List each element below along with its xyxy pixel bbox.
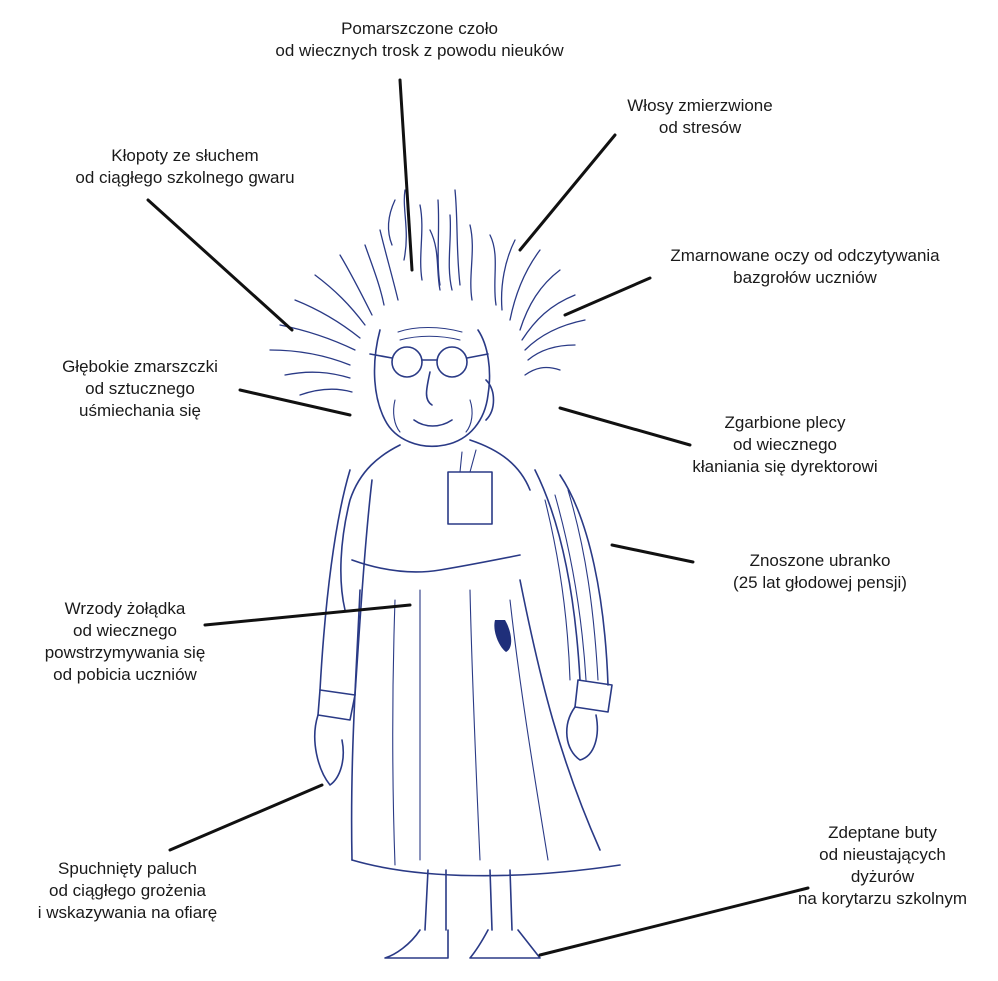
- callout-back-line-2: od wiecznego: [650, 434, 920, 456]
- callout-shoes-line-3: dyżurów: [770, 866, 995, 888]
- leader-shoes: [540, 888, 808, 955]
- face: [370, 328, 494, 447]
- callout-wrinkles: Głębokie zmarszczki od sztucznego uśmiec…: [35, 356, 245, 422]
- callout-finger-line-1: Spuchnięty paluch: [0, 858, 255, 880]
- callout-wrinkles-line-1: Głębokie zmarszczki: [35, 356, 245, 378]
- leader-clothes: [612, 545, 693, 562]
- callout-shoes-line-4: na korytarzu szkolnym: [770, 888, 995, 910]
- callout-hair-line-1: Włosy zmierzwione: [600, 95, 800, 117]
- leader-wrinkles: [240, 390, 350, 415]
- callout-finger-line-2: od ciągłego grożenia: [0, 880, 255, 902]
- leader-hearing: [148, 200, 292, 330]
- callout-finger-line-3: i wskazywania na ofiarę: [0, 902, 255, 924]
- callout-clothes-line-2: (25 lat głodowej pensji): [690, 572, 950, 594]
- callout-clothes-line-1: Znoszone ubranko: [690, 550, 950, 572]
- leader-hair: [520, 135, 615, 250]
- callout-hearing-line-1: Kłopoty ze słuchem: [55, 145, 315, 167]
- callout-eyes-line-1: Zmarnowane oczy od odczytywania: [630, 245, 980, 267]
- callout-forehead-line-1: Pomarszczone czoło: [232, 18, 607, 40]
- callout-stomach-line-2: od wiecznego: [20, 620, 230, 642]
- callout-back: Zgarbione plecy od wiecznego kłaniania s…: [650, 412, 920, 478]
- callout-wrinkles-line-3: uśmiechania się: [35, 400, 245, 422]
- callout-hearing-line-2: od ciągłego szkolnego gwaru: [55, 167, 315, 189]
- callout-wrinkles-line-2: od sztucznego: [35, 378, 245, 400]
- callout-eyes: Zmarnowane oczy od odczytywania bazgrołó…: [630, 245, 980, 289]
- callout-hearing: Kłopoty ze słuchem od ciągłego szkolnego…: [55, 145, 315, 189]
- callout-back-line-3: kłaniania się dyrektorowi: [650, 456, 920, 478]
- callout-eyes-line-2: bazgrołów uczniów: [630, 267, 980, 289]
- legs-shoes: [385, 870, 540, 958]
- leader-stomach: [205, 605, 410, 625]
- callout-hair-line-2: od stresów: [600, 117, 800, 139]
- callout-forehead: Pomarszczone czoło od wiecznych trosk z …: [232, 18, 607, 62]
- callout-forehead-line-2: od wiecznych trosk z powodu nieuków: [232, 40, 607, 62]
- callout-hair: Włosy zmierzwione od stresów: [600, 95, 800, 139]
- callout-shoes-line-1: Zdeptane buty: [770, 822, 995, 844]
- callout-back-line-1: Zgarbione plecy: [650, 412, 920, 434]
- callout-shoes-line-2: od nieustających: [770, 844, 995, 866]
- callout-finger: Spuchnięty paluch od ciągłego grożenia i…: [0, 858, 255, 924]
- arms: [315, 470, 612, 785]
- callout-clothes: Znoszone ubranko (25 lat głodowej pensji…: [690, 550, 950, 594]
- leader-finger: [170, 785, 322, 850]
- callout-stomach-line-3: powstrzymywania się: [20, 642, 230, 664]
- callout-stomach-line-1: Wrzody żołądka: [20, 598, 230, 620]
- callout-shoes: Zdeptane buty od nieustających dyżurów n…: [770, 822, 995, 910]
- callout-stomach: Wrzody żołądka od wiecznego powstrzymywa…: [20, 598, 230, 686]
- hair-strands: [270, 190, 585, 395]
- callout-stomach-line-4: od pobicia uczniów: [20, 664, 230, 686]
